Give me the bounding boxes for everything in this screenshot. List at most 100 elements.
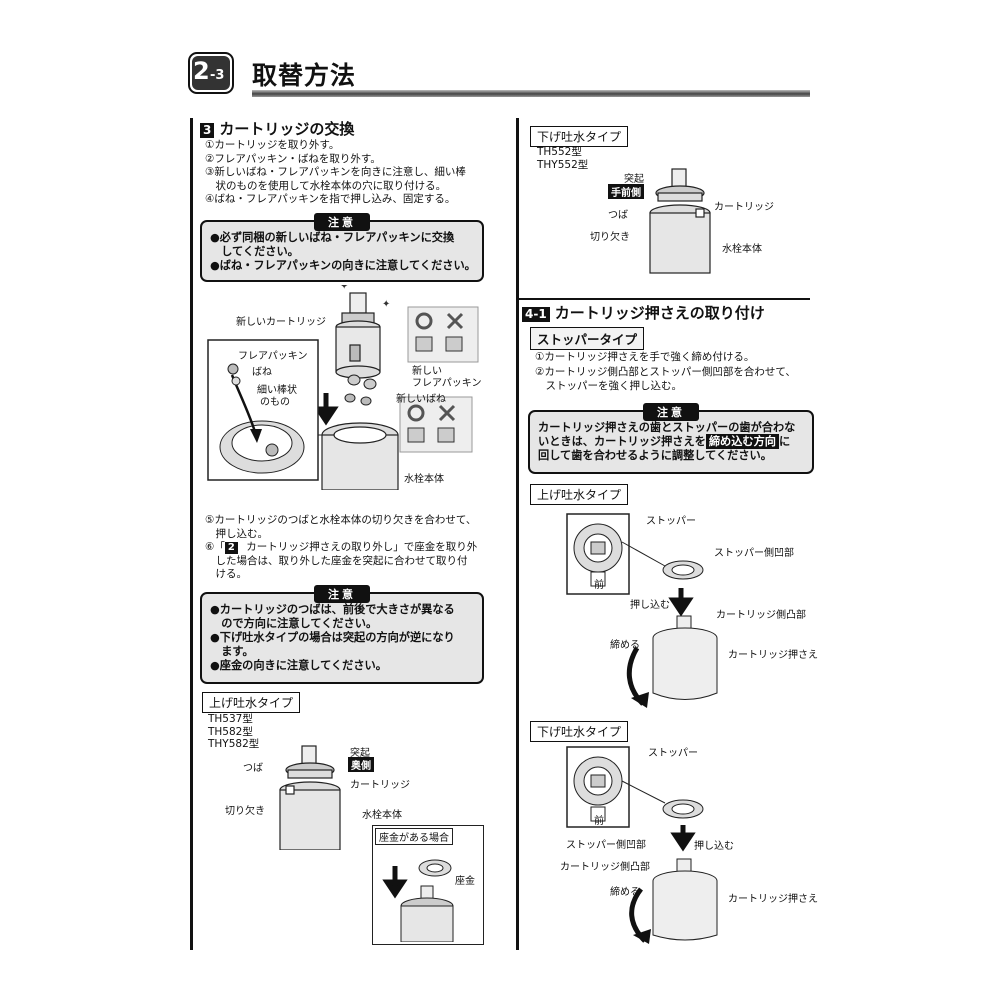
step-line: ②カートリッジ側凸部とストッパー側凹部を合わせて、 — [535, 366, 796, 378]
front-label: 前 — [594, 580, 604, 591]
lower-stopper-illustration — [566, 746, 718, 944]
cartridge-replacement-illustration: ✦ ✦ — [207, 285, 479, 490]
caution-line: ます。 — [210, 645, 254, 658]
upper-type-models: TH537型 TH582型 THY582型 — [208, 713, 259, 751]
section3-steps-2: ⑤カートリッジのつばと水栓本体の切り欠きを合わせて、 押し込む。 ⑥「2 カート… — [205, 514, 477, 582]
step-line: ⑤カートリッジのつばと水栓本体の切り欠きを合わせて、 — [205, 514, 477, 526]
badge-sub: -3 — [210, 68, 225, 83]
caution-line: ●カートリッジのつばは、前後で大きさが異なる — [210, 603, 455, 616]
caution-line: してください。 — [210, 245, 299, 258]
model-number: THY582型 — [208, 738, 260, 750]
thin-rod-label: 細い棒状 — [257, 385, 297, 396]
caution-line: いときは、カートリッジ押さえを締め込む方向に — [538, 434, 791, 449]
cartridge-label: カートリッジ — [350, 780, 410, 791]
page-title: 取替方法 — [252, 61, 357, 90]
washer-illustration — [382, 859, 454, 942]
caution-tag: 注意 — [314, 585, 370, 603]
thin-rod-label-2: のもの — [260, 397, 290, 408]
stopper-recess-label: ストッパー側凹部 — [566, 840, 646, 851]
svg-text:✦: ✦ — [382, 299, 390, 310]
section3-number: 3 — [200, 123, 215, 138]
section41-heading: 4-1 カートリッジ押さえの取り付け — [522, 302, 765, 323]
notch-label: 切り欠き — [590, 232, 630, 243]
section-badge — [188, 52, 234, 94]
section41-number: 4-1 — [522, 307, 550, 322]
stopper-label: ストッパー — [646, 516, 696, 527]
front-side-label: 手前側 — [608, 184, 644, 199]
model-number: THY552型 — [537, 158, 589, 171]
cartridge-convex-label: カートリッジ側凸部 — [716, 610, 806, 621]
tighten-direction-highlight: 締め込む方向 — [705, 434, 779, 449]
caution-line: ●ばね・フレアパッキンの向きに注意してください。 — [210, 259, 476, 272]
step-line: 押し込む。 — [205, 527, 268, 540]
caution-box-2: 注意 ●カートリッジのつばは、前後で大きさが異なる ので方向に注意してください。… — [200, 585, 484, 684]
holder-label: カートリッジ押さえ — [728, 650, 818, 661]
cartridge-label: カートリッジ — [714, 202, 774, 213]
tighten-label: 締める — [610, 640, 640, 651]
caution-line: ●座金の向きに注意してください。 — [210, 659, 387, 672]
svg-text:✦: ✦ — [340, 285, 348, 292]
notch-label: 切り欠き — [225, 806, 265, 817]
step-line: ①カートリッジを取り外す。 — [205, 139, 340, 151]
step-line: ける。 — [205, 568, 247, 580]
step6-ref-number: 2 — [224, 542, 238, 554]
flare-packing-label: フレアパッキン — [238, 351, 308, 362]
new-flare-label-1: 新しい — [412, 366, 442, 377]
section3-steps: ①カートリッジを取り外す。 ②フレアパッキン・ばねを取り外す。 ③新しいばね・フ… — [205, 139, 466, 207]
push-in-label: 押し込む — [630, 600, 670, 611]
cartridge-convex-label: カートリッジ側凸部 — [560, 862, 650, 873]
step-line: ③新しいばね・フレアパッキンを向きに注意し、細い棒 — [205, 166, 466, 178]
step-line: ①カートリッジ押さえを手で強く締め付ける。 — [535, 351, 755, 363]
flange-label: つば — [608, 210, 628, 221]
tighten-label: 締める — [610, 887, 640, 898]
stopper-recess-label: ストッパー側凹部 — [714, 548, 794, 559]
washer-case-inset: 座金がある場合 座金 — [372, 825, 484, 945]
new-flare-label-2: フレアパッキン — [412, 378, 482, 389]
faucet-body-label: 水栓本体 — [362, 810, 402, 821]
new-cartridge-label: 新しいカートリッジ — [236, 317, 326, 328]
caution-line: カートリッジ押さえの歯とストッパーの歯が合わな — [538, 421, 796, 434]
model-number: TH537型 — [208, 713, 253, 725]
caution-box-1: 注意 ●必ず同梱の新しいばね・フレアパッキンに交換 してください。 ●ばね・フレ… — [200, 213, 484, 282]
lower-type-models: TH552型 THY552型 — [537, 146, 588, 171]
washer-label: 座金 — [455, 876, 475, 887]
section-divider — [516, 298, 810, 300]
left-column-rule — [190, 118, 193, 950]
projection-label: 突起 — [350, 748, 370, 759]
section3-heading: 3 カートリッジの交換 — [200, 118, 354, 139]
caution-line: ●下げ吐水タイプの場合は突起の方向が逆になり — [210, 631, 455, 644]
upper-type-cartridge-illustration — [279, 745, 341, 850]
model-number: TH582型 — [208, 725, 253, 738]
lower-type-label: 下げ吐水タイプ — [530, 126, 629, 147]
section41-title: カートリッジ押さえの取り付け — [554, 304, 765, 322]
section41-steps: ①カートリッジ押さえを手で強く締め付ける。 ②カートリッジ側凸部とストッパー側凹… — [535, 349, 796, 393]
caution-box-3: 注意 カートリッジ押さえの歯とストッパーの歯が合わな いときは、カートリッジ押さ… — [528, 403, 814, 474]
projection-label: 突起 — [624, 174, 644, 185]
spring-label: ばね — [252, 367, 272, 378]
header-rule — [252, 90, 810, 97]
upper-type-label: 上げ吐水タイプ — [202, 692, 301, 713]
section3-title: カートリッジの交換 — [219, 120, 355, 138]
lower-type-cartridge-illustration — [649, 168, 711, 274]
step-line: 状のものを使用して水栓本体の穴に取り付ける。 — [205, 179, 447, 192]
flange-label: つば — [243, 763, 263, 774]
model-number: TH552型 — [537, 146, 582, 158]
step-line: した場合は、取り外した座金を突起に合わせて取り付 — [205, 554, 468, 567]
stopper-label: ストッパー — [648, 748, 698, 759]
step-line: ストッパーを強く押し込む。 — [535, 379, 682, 392]
step-line: ⑥「2 カートリッジ押さえの取り外し」で座金を取り外 — [205, 541, 478, 554]
caution-tag: 注意 — [314, 213, 370, 231]
caution-tag: 注意 — [643, 403, 699, 421]
middle-column-rule — [516, 118, 519, 950]
stopper-type-label: ストッパータイプ — [530, 327, 645, 350]
faucet-body-label: 水栓本体 — [722, 244, 762, 255]
caution-line: ●必ず同梱の新しいばね・フレアパッキンに交換 — [210, 231, 455, 244]
upper-stopper-illustration — [566, 513, 718, 708]
lower-type-label: 下げ吐水タイプ — [530, 721, 629, 742]
faucet-body-label: 水栓本体 — [404, 474, 444, 485]
badge-main: 2 — [193, 57, 210, 85]
washer-case-title: 座金がある場合 — [375, 828, 453, 845]
push-in-label: 押し込む — [694, 841, 734, 852]
step-line: ②フレアパッキン・ばねを取り外す。 — [205, 152, 381, 165]
caution-line: ので方向に注意してください。 — [210, 617, 378, 630]
